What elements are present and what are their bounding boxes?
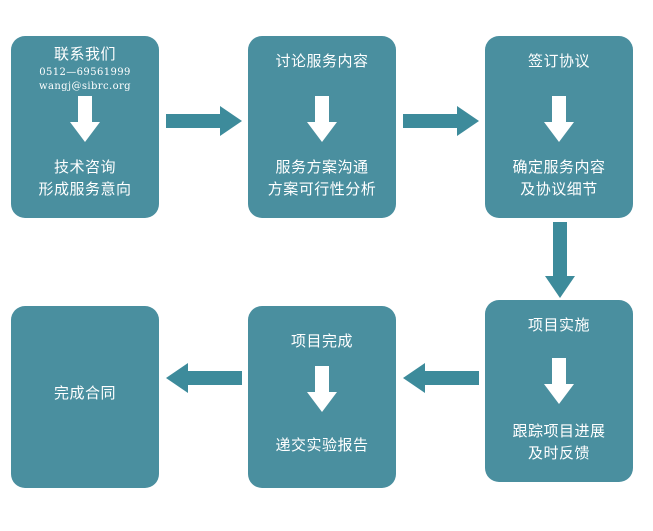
contact-email: wangj@sibrc.org (39, 81, 131, 92)
step-complete-line-1: 递交实验报告 (275, 436, 369, 454)
step-complete-title: 项目完成 (290, 332, 353, 350)
step-finish-box: 完成合同 (11, 306, 159, 488)
step-contact-body: 技术咨询 形成服务意向 (11, 156, 159, 200)
step-complete-body: 递交实验报告 (248, 434, 396, 456)
step-contact-line-2: 形成服务意向 (38, 180, 132, 198)
right-arrow-icon (166, 106, 242, 136)
down-arrow-icon (544, 96, 574, 142)
step-implement-line-2: 及时反馈 (527, 444, 590, 462)
step-implement-title: 项目实施 (527, 316, 590, 334)
left-arrow-icon (403, 363, 479, 393)
step-sign-line-1: 确定服务内容 (512, 158, 606, 176)
left-arrow-icon (166, 363, 242, 393)
step-discuss-title: 讨论服务内容 (275, 52, 369, 70)
down-arrow-icon (307, 96, 337, 142)
step-implement-line-1: 跟踪项目进展 (512, 422, 606, 440)
step-sign-title: 签订协议 (527, 52, 590, 70)
contact-phone: 0512—69561999 (39, 67, 131, 78)
step-implement-box: 项目实施 跟踪项目进展 及时反馈 (485, 300, 633, 482)
down-flow-arrow-icon (545, 222, 575, 298)
step-sign-line-2: 及协议细节 (520, 180, 598, 198)
step-contact-box: 联系我们 0512—69561999 wangj@sibrc.org 技术咨询 … (11, 36, 159, 218)
step-contact-line-1: 技术咨询 (53, 158, 116, 176)
down-arrow-icon (70, 96, 100, 142)
down-arrow-icon (307, 366, 337, 412)
step-sign-body: 确定服务内容 及协议细节 (485, 156, 633, 200)
contact-info: 0512—69561999 wangj@sibrc.org (11, 66, 159, 94)
step-discuss-body: 服务方案沟通 方案可行性分析 (248, 156, 396, 200)
down-arrow-icon (544, 358, 574, 404)
step-finish-body: 完成合同 (11, 382, 159, 404)
step-discuss-line-1: 服务方案沟通 (275, 158, 369, 176)
step-sign-box: 签订协议 确定服务内容 及协议细节 (485, 36, 633, 218)
step-discuss-line-2: 方案可行性分析 (267, 180, 377, 198)
step-finish-line-1: 完成合同 (53, 384, 116, 402)
step-implement-body: 跟踪项目进展 及时反馈 (485, 420, 633, 464)
step-complete-box: 项目完成 递交实验报告 (248, 306, 396, 488)
step-discuss-box: 讨论服务内容 服务方案沟通 方案可行性分析 (248, 36, 396, 218)
step-contact-title: 联系我们 (53, 45, 116, 63)
right-arrow-icon (403, 106, 479, 136)
